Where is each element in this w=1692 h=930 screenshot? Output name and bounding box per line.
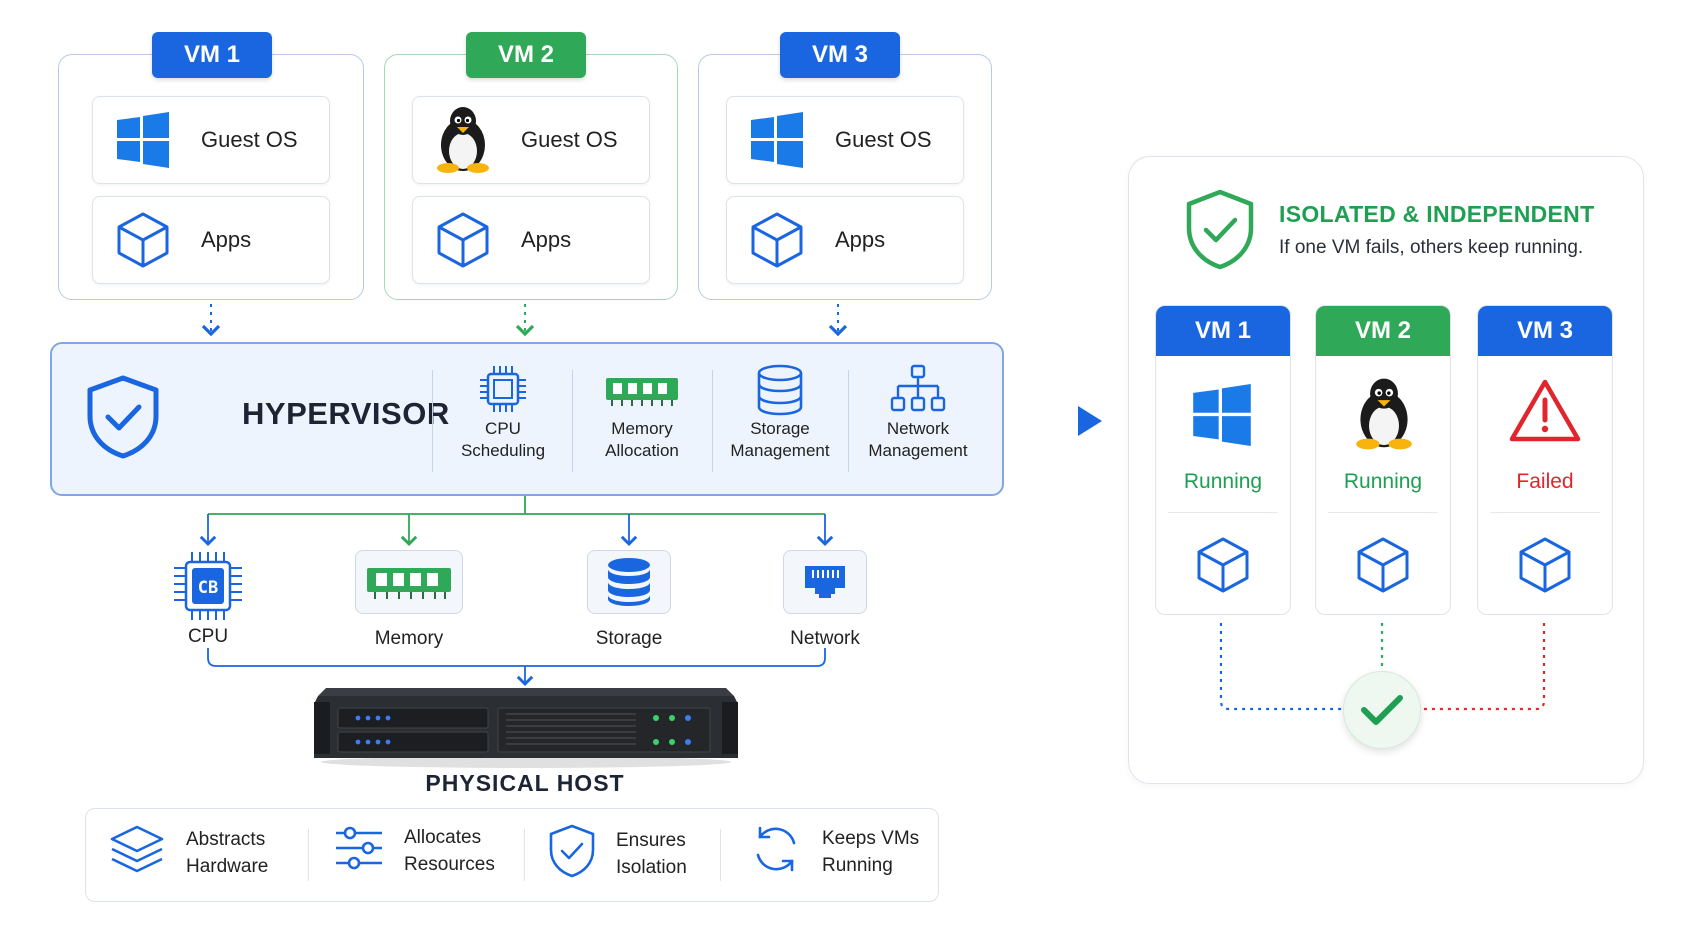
isolated-vm2-card: VM 2 Running — [1315, 305, 1451, 615]
isolated-vm1-tag: VM 1 — [1156, 306, 1290, 356]
vm3-tag: VM 3 — [780, 32, 900, 78]
hyp-function-label: Management — [868, 441, 968, 460]
resource-label: Storage — [595, 628, 663, 649]
isolation-subtitle: If one VM fails, others keep running. — [1279, 237, 1584, 258]
hyp-function-label: Scheduling — [460, 441, 546, 460]
resource-label: CPU — [187, 626, 229, 647]
isolated-vm3-tag: VM 3 — [1478, 306, 1612, 356]
isolated-vm2-tag: VM 2 — [1316, 306, 1450, 356]
cube-icon — [1518, 536, 1572, 599]
layers-icon — [108, 823, 166, 882]
cube-icon — [1196, 536, 1250, 599]
vm2-tag: VM 2 — [466, 32, 586, 78]
feature-text: Abstracts — [186, 828, 266, 850]
hypervisor-panel: HYPERVISOR CPU Scheduling Memory Allocat… — [50, 342, 1004, 496]
shield-check-icon — [548, 823, 596, 884]
memory-module-icon — [574, 364, 710, 418]
guest-os-label: Guest OS — [201, 127, 298, 152]
guest-os-label: Guest OS — [835, 127, 932, 152]
ethernet-port-icon — [783, 550, 867, 614]
vm3-apps: Apps — [726, 196, 964, 284]
check-circle-icon — [1343, 671, 1421, 749]
cpu-chip-icon — [436, 364, 570, 418]
isolation-title: ISOLATED & INDEPENDENT — [1279, 201, 1595, 227]
hyp-memory-allocation: Memory Allocation — [574, 364, 710, 462]
guest-os-label: Guest OS — [521, 127, 618, 152]
rack-server-icon — [306, 686, 746, 773]
feature-text: Ensures — [616, 829, 686, 851]
resource-label: Memory — [374, 628, 444, 649]
shield-check-icon — [1185, 189, 1255, 276]
hyp-function-label: Network — [886, 419, 950, 438]
windows-logo-icon — [1190, 384, 1254, 451]
vm2-apps: Apps — [412, 196, 650, 284]
vm1-guest-os: Guest OS — [92, 96, 330, 184]
warning-triangle-icon — [1508, 378, 1582, 449]
isolated-vm2-status: Running — [1343, 470, 1423, 493]
feature-text: Hardware — [186, 855, 269, 877]
memory-module-icon — [355, 550, 463, 614]
isolated-vm1-status: Running — [1183, 470, 1263, 493]
cube-icon — [747, 210, 807, 270]
hyp-function-label: Memory — [611, 419, 673, 438]
resource-network: Network — [775, 550, 875, 650]
windows-logo-icon — [113, 110, 173, 170]
vm3-guest-os: Guest OS — [726, 96, 964, 184]
cube-icon — [113, 210, 173, 270]
hyp-function-label: Storage — [750, 419, 810, 438]
hyp-storage-management: Storage Management — [714, 364, 846, 462]
resource-memory: Memory — [344, 550, 474, 650]
windows-logo-icon — [747, 110, 807, 170]
resource-cpu: CB CPU — [158, 550, 258, 648]
refresh-icon — [750, 823, 802, 880]
hyp-cpu-scheduling: CPU Scheduling — [436, 364, 570, 462]
physical-host-title: PHYSICAL HOST — [425, 770, 625, 796]
apps-label: Apps — [835, 227, 886, 252]
vm1-apps: Apps — [92, 196, 330, 284]
linux-penguin-icon — [1354, 376, 1414, 457]
isolation-panel: ISOLATED & INDEPENDENT If one VM fails, … — [1128, 156, 1644, 784]
cube-icon — [1356, 536, 1410, 599]
vm2-guest-os: Guest OS — [412, 96, 650, 184]
feature-text: Running — [822, 854, 893, 876]
hyp-network-management: Network Management — [850, 364, 986, 462]
isolated-vm3-card: VM 3 Failed — [1477, 305, 1613, 615]
resource-storage: Storage — [579, 550, 679, 650]
vm1-tag: VM 1 — [152, 32, 272, 78]
sliders-icon — [334, 823, 384, 878]
hyp-function-label: Allocation — [605, 441, 679, 460]
apps-label: Apps — [521, 227, 572, 252]
feature-text: Allocates — [404, 826, 482, 848]
isolated-vm1-card: VM 1 Running — [1155, 305, 1291, 615]
database-icon — [714, 364, 846, 418]
hyp-function-label: CPU — [485, 419, 521, 438]
cube-icon — [433, 210, 493, 270]
database-icon — [587, 550, 671, 614]
feature-text: Keeps VMs — [822, 827, 920, 849]
feature-text: Isolation — [616, 856, 687, 878]
svg-text:CB: CB — [198, 578, 218, 598]
apps-label: Apps — [201, 227, 252, 252]
hyp-function-label: Management — [730, 441, 830, 460]
shield-check-icon — [86, 374, 160, 465]
cpu-chip-icon: CB — [158, 550, 258, 622]
isolated-vm3-status: Failed — [1516, 470, 1574, 493]
linux-penguin-icon — [433, 107, 493, 173]
feature-text: Resources — [404, 853, 495, 875]
resource-label: Network — [790, 628, 860, 649]
isolation-connectors — [1219, 623, 1546, 711]
network-tree-icon — [850, 364, 986, 418]
hypervisor-title: HYPERVISOR — [242, 396, 450, 431]
